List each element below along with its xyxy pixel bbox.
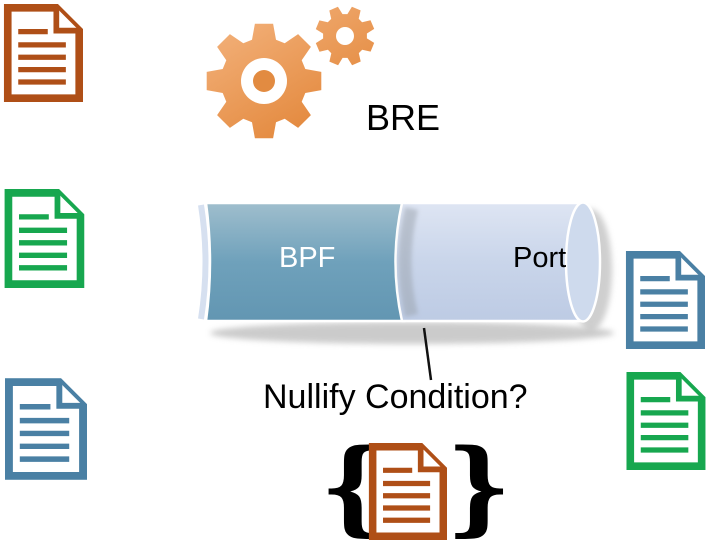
junction-inner-shadow xyxy=(398,207,418,317)
port-end-cap xyxy=(564,201,602,323)
document-green-right-icon xyxy=(625,372,706,470)
document-blue-right-icon xyxy=(625,250,705,350)
document-orange-top-left-icon xyxy=(3,3,83,103)
document-orange-center-icon xyxy=(367,443,448,540)
document-green-left-icon xyxy=(3,189,85,288)
cylinder-shadow xyxy=(210,322,614,344)
bpf-label: BPF xyxy=(279,242,336,274)
right-brace: } xyxy=(446,427,512,542)
bpf-left-rim xyxy=(198,204,209,320)
bpf-port-cylinder xyxy=(198,201,614,344)
gear-small-hub xyxy=(336,27,354,45)
connector-line xyxy=(422,327,433,381)
gear-big-hub-dot xyxy=(253,70,275,92)
nullify-condition-label: Nullify Condition? xyxy=(263,378,528,416)
port-cylinder-body xyxy=(394,201,585,323)
port-label: Port xyxy=(513,242,567,274)
document-blue-left-icon xyxy=(4,378,87,480)
bre-label: BRE xyxy=(366,97,441,138)
gears-icon xyxy=(206,6,375,139)
